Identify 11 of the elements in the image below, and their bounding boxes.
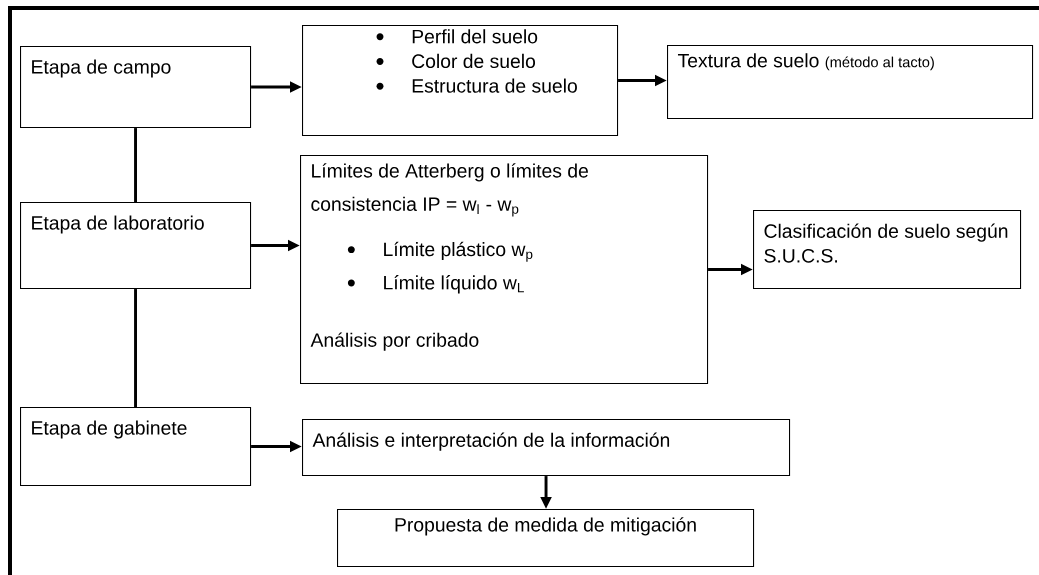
process-box: Límites de Atterberg o límites de consistencia IP = w$_{l}$ - w$_{p}$ Límite plástico w$_{p}$ Límite líquido w$_{L}$ Análisis por cribado xyxy=(300,155,709,385)
process-box: Clasificación de suelo según S.U.C.S. xyxy=(753,210,1022,290)
process-box: Perfil del suelo Color de suelo Estructura de suelo xyxy=(302,25,619,137)
connector-line xyxy=(134,289,137,407)
process-box: Etapa de laboratorio xyxy=(20,202,252,290)
process-box: Etapa de gabinete xyxy=(20,407,252,487)
connector-line xyxy=(134,128,137,202)
process-box: Análisis e interpretación de la información xyxy=(302,419,791,477)
process-box: Propuesta de medida de mitigación xyxy=(337,509,755,568)
process-box: Textura de suelo (método al tacto) xyxy=(667,45,1034,120)
process-box: Etapa de campo xyxy=(20,46,252,129)
